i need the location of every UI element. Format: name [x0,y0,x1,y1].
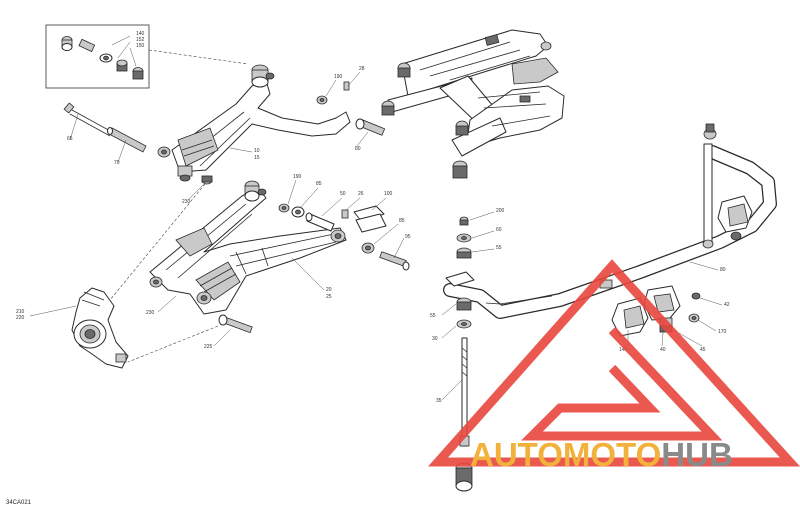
watermark-triangle-inner [521,326,723,441]
bushing-85-side [361,242,375,254]
washer-60 [456,233,472,243]
leader-lines [29,71,723,401]
callout-100: 100 [384,191,393,197]
watermark-text: AUTOMOTOHUB [470,436,733,473]
bolt-95 [379,251,410,271]
lower-arm-shock-mount [330,229,346,243]
callout-85: 85 [316,181,322,187]
diagram-id: 34CA021 [6,500,32,506]
inset-cap-1 [61,36,73,51]
bracket-plate [445,271,475,287]
callout-85: 85 [399,218,405,224]
callout-190: 190 [293,174,302,180]
callout-170: 170 [718,329,727,335]
steering-knuckle [71,287,129,369]
frame-bushing-bottom [452,160,468,179]
upper-arm-front-bushing [251,64,275,88]
nut-200 [459,216,469,226]
nut-28-upper [343,81,350,91]
callout-10: 10 [254,148,260,154]
callout-45: 45 [700,347,706,353]
callout-95: 95 [405,234,411,240]
frame-bushing-mid [381,100,395,116]
callout-60: 60 [496,227,502,233]
upper-a-arm [157,64,351,182]
callout-152: 152 [136,37,145,43]
inset-bushing-a [99,53,113,63]
callout-230: 230 [146,310,155,316]
callout-80: 80 [720,267,726,273]
washer-190-upper [316,95,328,105]
callout-140: 140 [136,31,145,37]
nut-80-upper [355,118,386,136]
bolt-65 [63,102,113,137]
callout-55: 55 [430,313,436,319]
upper-arm-ball-joint [177,165,193,182]
callout-55: 55 [496,245,502,251]
callout-220: 220 [16,315,25,321]
callout-210: 210 [16,309,25,315]
inset-sleeve [78,38,96,53]
bushing-55-top [456,247,472,259]
frame-bushing-left [397,62,411,78]
inset-bushing-b [116,59,128,72]
callout-25: 25 [326,294,332,300]
callout-145: 145 [619,347,628,353]
callout-230: 230 [182,199,191,205]
callout-28: 28 [359,66,365,72]
stabilizer-clamp-145 [611,297,649,337]
rod-35 [459,337,470,447]
frame-bushing-lower [455,120,469,136]
stabilizer-link-left [445,216,475,492]
frame-bushing-right [540,41,552,51]
watermark-triangle-outer [427,259,800,467]
callout-15: 15 [254,155,260,161]
callout-50: 50 [340,191,346,197]
callout-42: 42 [724,302,730,308]
callout-80: 80 [355,146,361,152]
callout-26: 26 [358,191,364,197]
watermark-text-gray: HUB [661,436,733,473]
stabilizer-link-right [702,123,717,249]
callout-30: 30 [432,336,438,342]
bracket-100 [353,205,387,233]
svg-text:AUTOMOTOHUB: AUTOMOTOHUB [470,436,733,473]
bolt-170 [688,313,700,323]
callout-35: 35 [436,398,442,404]
sleeve-70 [107,127,147,153]
nut-280 [201,175,213,185]
washer-190-lower [278,203,290,213]
bolt-225 [218,314,253,334]
callout-150: 150 [136,43,145,49]
inset-cap-2 [132,67,144,80]
lower-arm-rear-bushing-b [196,291,212,305]
nut-26 [341,209,349,219]
bushing-55-bottom [456,297,472,311]
callout-65: 65 [67,136,73,142]
washer-30 [456,319,472,329]
lower-arm-front-bushing [244,180,267,202]
upper-arm-rear-bushing [157,146,171,158]
watermark-logo [427,259,800,467]
callout-20: 20 [326,287,332,293]
callout-225: 225 [204,344,213,350]
callout-70: 70 [114,160,120,166]
lower-a-arm [149,180,347,315]
callout-200: 200 [496,208,505,214]
callout-40: 40 [660,347,666,353]
bushing-kit-inset [45,24,150,89]
frame-section [381,29,565,179]
stabilizer-clamp-right [717,195,753,241]
nut-42 [691,292,701,300]
callout-190: 190 [334,74,343,80]
watermark-text-orange: AUTOMOTO [470,436,661,473]
stabilizer-bar [443,145,777,319]
bushing-85-lower [291,206,305,218]
sleeve-50 [305,212,335,232]
lower-arm-rear-bushing-a [149,276,163,288]
